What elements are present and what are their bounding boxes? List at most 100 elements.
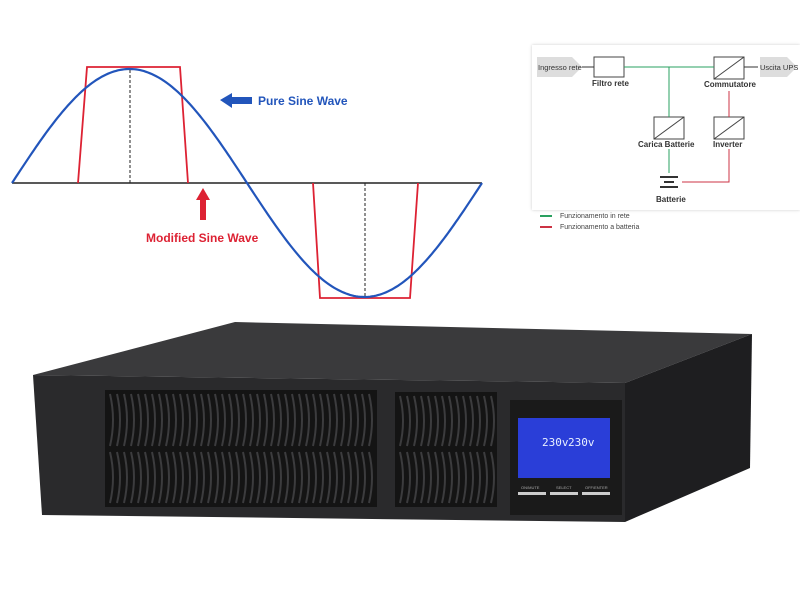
vent-slat [116, 451, 121, 504]
vent-slat [427, 395, 432, 447]
vent-slat [333, 451, 338, 504]
ups-top [33, 322, 752, 383]
vent-slat [207, 393, 212, 447]
vent-slat [109, 451, 114, 504]
vent-slat [214, 451, 219, 504]
vent-slat [312, 451, 317, 504]
vent-slat [193, 451, 198, 504]
vent-slat [476, 395, 481, 447]
vent-slat [270, 451, 275, 504]
vent-slat [172, 451, 177, 504]
vent-slat [137, 393, 142, 447]
vent-slat [200, 451, 205, 504]
vent-slat [116, 393, 121, 447]
vent-slat [228, 451, 233, 504]
vent-slat [144, 451, 149, 504]
vent-slat [368, 393, 373, 447]
legend-battery: Funzionamento a batteria [540, 224, 639, 231]
vent-slat [399, 395, 404, 447]
vent-slat [434, 395, 439, 447]
vent-slat [186, 451, 191, 504]
charger-label: Carica Batterie [638, 140, 695, 149]
vent-left [105, 390, 377, 507]
off-enter-label[interactable]: OFF/ENTER [585, 485, 608, 490]
vent-slat [186, 393, 191, 447]
vent-slat [469, 395, 474, 447]
vent-slat [242, 451, 247, 504]
vent-slat [476, 451, 481, 504]
battery-icon [660, 176, 678, 188]
vent-slat [277, 393, 282, 447]
vent-slat [305, 393, 310, 447]
vent-slat [427, 451, 432, 504]
vent-slat [347, 393, 352, 447]
vent-slat [284, 451, 289, 504]
vent-slat [469, 451, 474, 504]
vent-slat [298, 451, 303, 504]
vent-slat [312, 393, 317, 447]
select-label[interactable]: SELECT [556, 485, 572, 490]
ups-unit [33, 322, 752, 522]
ups-block-diagram: Ingresso rete Uscita UPS Filtro rete Com… [532, 45, 800, 210]
vent-slat [221, 451, 226, 504]
vent-slat [165, 393, 170, 447]
pure-sine-wave [11, 67, 483, 299]
vent-slat [256, 451, 261, 504]
vent-slat [413, 451, 418, 504]
vent-slat [165, 451, 170, 504]
vent-slat [340, 393, 345, 447]
vent-slat [455, 451, 460, 504]
lcd-output-voltage: 230v [568, 436, 595, 449]
legend-swatch-battery [540, 226, 552, 229]
vent-slat [235, 451, 240, 504]
vent-slat [305, 451, 310, 504]
vent-slat [490, 451, 495, 504]
vent-slat [483, 451, 488, 504]
vent-slat [462, 395, 467, 447]
vent-slat [284, 393, 289, 447]
vent-slat [326, 393, 331, 447]
vent-slat [151, 451, 156, 504]
vent-slat [130, 393, 135, 447]
off-enter-button [582, 492, 610, 495]
lcd-input-voltage: 230v [542, 436, 569, 449]
vent-slat [455, 395, 460, 447]
vent-slat [144, 393, 149, 447]
vent-slat [354, 393, 359, 447]
vent-slat [214, 393, 219, 447]
ups-side [625, 334, 752, 522]
filter-label: Filtro rete [592, 79, 629, 88]
output-label: Uscita UPS [760, 63, 799, 72]
vent-slat [123, 393, 128, 447]
vent-slat [200, 393, 205, 447]
vent-slat [413, 395, 418, 447]
vent-slat [340, 451, 345, 504]
vent-slat [228, 393, 233, 447]
vent-slat [448, 451, 453, 504]
vent-slat [235, 393, 240, 447]
vent-slat [368, 451, 373, 504]
vent-slat [420, 451, 425, 504]
modified-arrow-icon [196, 188, 210, 220]
vent-slat [172, 393, 177, 447]
vent-slat [319, 451, 324, 504]
select-button [550, 492, 578, 495]
vent-slat [361, 393, 366, 447]
vent-slat [333, 393, 338, 447]
vent-slat [434, 451, 439, 504]
vent-slat [347, 451, 352, 504]
vent-slat [291, 451, 296, 504]
pure-arrow-icon [220, 93, 252, 108]
legend-grid: Funzionamento in rete [540, 213, 630, 220]
input-label: Ingresso rete [538, 63, 582, 72]
pure-sine-label: Pure Sine Wave [258, 94, 348, 108]
on-mute-label[interactable]: ON/MUTE [521, 485, 540, 490]
vent-slat [441, 395, 446, 447]
legend-swatch-grid [540, 215, 552, 218]
vent-slat [249, 393, 254, 447]
vent-slat [270, 393, 275, 447]
vent-slat [151, 393, 156, 447]
switch-label: Commutatore [704, 80, 757, 89]
vent-slat [462, 451, 467, 504]
inverter-label: Inverter [713, 140, 743, 149]
